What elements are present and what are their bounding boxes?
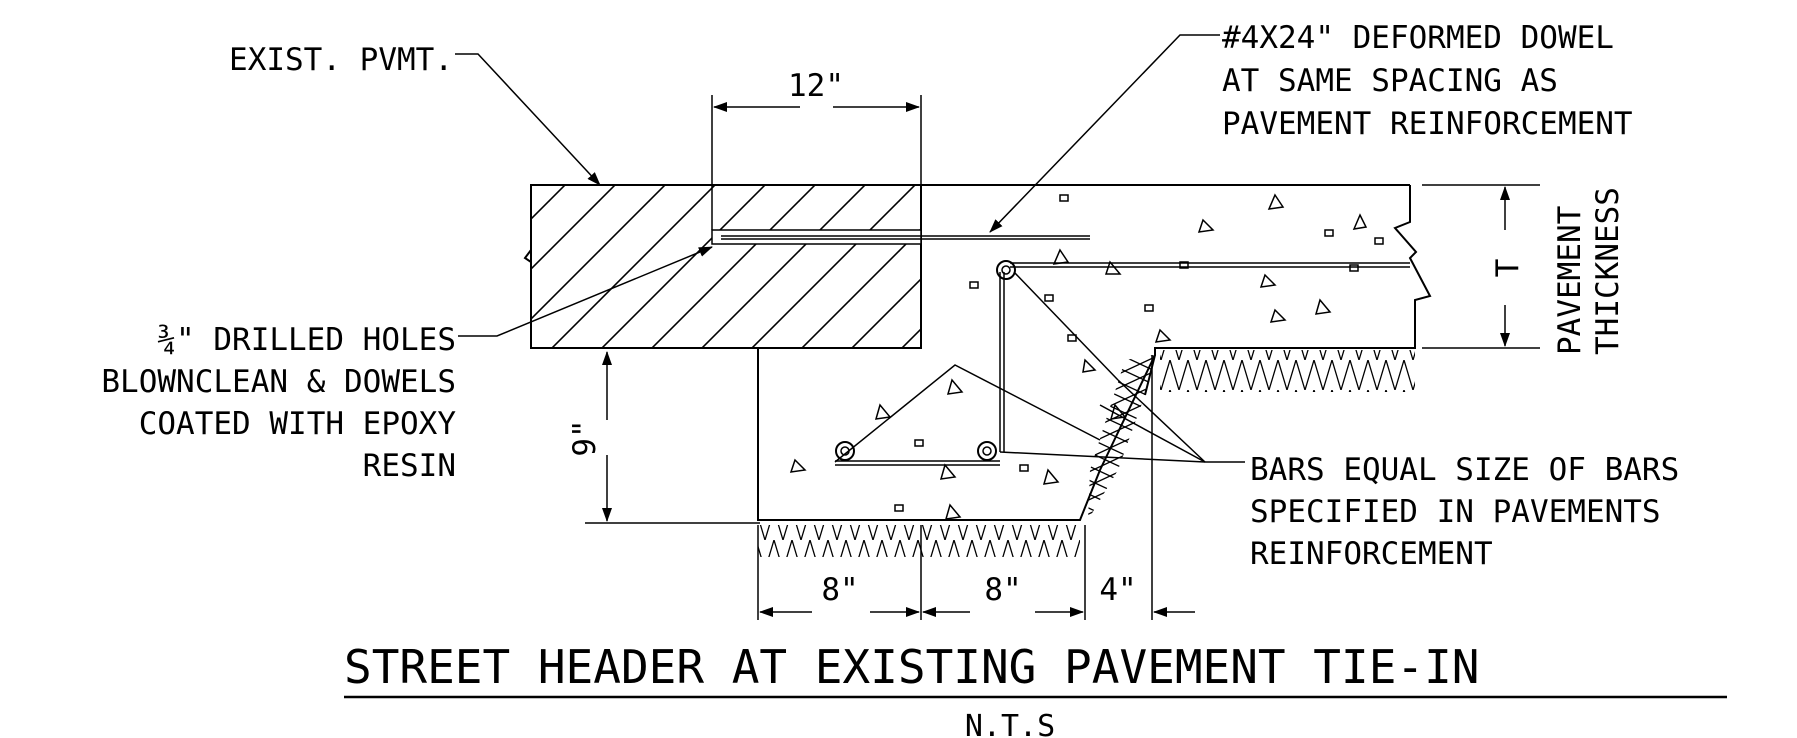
drawing-scale-note: N.T.S xyxy=(965,709,1055,738)
label-thickness-symbol: T xyxy=(1490,259,1526,278)
label-thickness-2: THICKNESS xyxy=(1590,187,1626,355)
label-exist-pvmt: EXIST. PVMT. xyxy=(229,42,453,78)
reinforcement-bars xyxy=(834,260,1410,466)
aggregate xyxy=(789,193,1384,520)
drawing-title: STREET HEADER AT EXISTING PAVEMENT TIE-I… xyxy=(344,640,1479,694)
label-holes-2: BLOWNCLEAN & DOWELS xyxy=(101,364,456,400)
label-thickness-1: PAVEMENT xyxy=(1552,206,1588,355)
dim-9-inch: 9" xyxy=(567,419,603,456)
label-holes-4: RESIN xyxy=(363,448,456,484)
dim-8-inch-a: 8" xyxy=(821,572,858,608)
annotations: EXIST. PVMT. #4X24" DEFORMED DOWEL AT SA… xyxy=(101,20,1727,738)
dim-12-inch: 12" xyxy=(788,68,844,104)
label-dowel-3: PAVEMENT REINFORCEMENT xyxy=(1222,106,1633,142)
label-holes-1: ¾" DRILLED HOLES xyxy=(157,322,456,358)
new-concrete xyxy=(757,184,1432,521)
label-bars-2: SPECIFIED IN PAVEMENTS xyxy=(1250,494,1661,530)
dim-8-inch-b: 8" xyxy=(984,572,1021,608)
label-dowel-1: #4X24" DEFORMED DOWEL xyxy=(1222,20,1614,56)
label-dowel-2: AT SAME SPACING AS xyxy=(1222,63,1558,99)
dim-4-inch: 4" xyxy=(1099,572,1136,608)
label-bars-1: BARS EQUAL SIZE OF BARS xyxy=(1250,452,1679,488)
label-holes-3: COATED WITH EPOXY xyxy=(139,406,457,442)
dimensions xyxy=(585,95,1540,620)
existing-pavement xyxy=(523,184,922,349)
leaders xyxy=(455,34,1245,463)
label-bars-3: REINFORCEMENT xyxy=(1250,536,1493,572)
subgrade-soil xyxy=(758,350,1415,557)
dowel-bar xyxy=(711,229,1090,245)
